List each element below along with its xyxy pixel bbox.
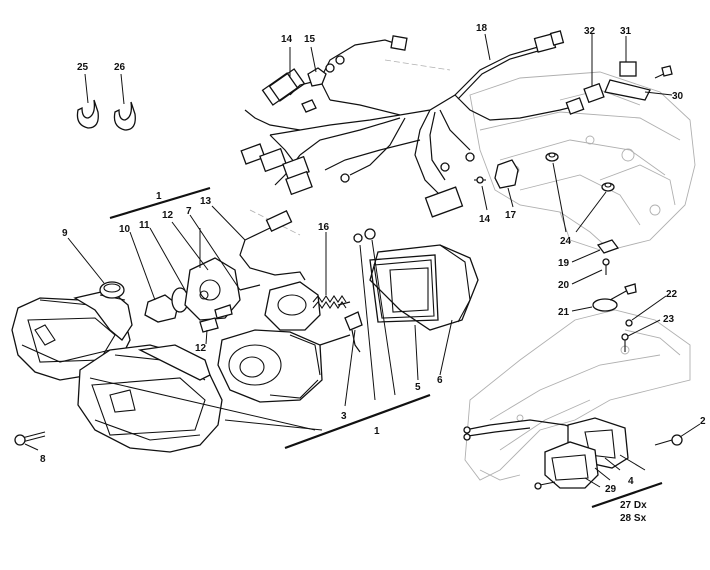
label-6: 6	[437, 375, 443, 386]
label-1-bottom: 1	[374, 426, 380, 437]
label-2: 2	[700, 416, 706, 427]
label-14-mid: 14	[479, 214, 491, 225]
label-1-top: 1	[156, 191, 162, 202]
label-11: 11	[139, 220, 150, 231]
label-7: 7	[186, 206, 192, 217]
label-17: 17	[505, 210, 517, 221]
rubber-bands	[76, 99, 136, 131]
label-14-top: 14	[281, 34, 293, 45]
label-26: 26	[114, 62, 126, 73]
frame-hardware	[545, 152, 637, 352]
label-10: 10	[119, 224, 131, 235]
wiring-harness	[240, 30, 585, 218]
turn-indicator	[463, 417, 683, 490]
part-number-labels: 1 1 2 3 4 5 6 7 8 9 10 11 12 12 13 14 14…	[40, 23, 706, 524]
label-12-bottom: 12	[195, 343, 207, 354]
label-15: 15	[304, 34, 316, 45]
lens-frame-and-gasket	[353, 228, 479, 331]
label-32: 32	[584, 26, 596, 37]
label-31: 31	[620, 26, 632, 37]
label-13: 13	[200, 196, 212, 207]
grommet	[99, 281, 125, 299]
label-3: 3	[341, 411, 347, 422]
label-24: 24	[560, 236, 572, 247]
label-8: 8	[40, 454, 46, 465]
label-4: 4	[628, 476, 634, 487]
label-23: 23	[663, 314, 675, 325]
label-12-top: 12	[162, 210, 174, 221]
relay-assembly	[583, 61, 673, 104]
label-5: 5	[415, 382, 421, 393]
headlight-lens-right	[77, 344, 223, 453]
label-20: 20	[558, 280, 570, 291]
parking-bulb	[337, 301, 363, 353]
label-27: 27 Dx	[620, 500, 647, 511]
headlight-reflector	[217, 210, 351, 403]
label-25: 25	[77, 62, 89, 73]
label-22: 22	[666, 289, 678, 300]
label-30: 30	[672, 91, 684, 102]
label-9: 9	[62, 228, 68, 239]
bulb-assembly	[144, 257, 261, 333]
label-29: 29	[605, 484, 617, 495]
leader-lines	[24, 33, 701, 509]
label-28: 28 Sx	[620, 513, 647, 524]
label-18: 18	[476, 23, 488, 34]
fixing-screw-left	[14, 431, 46, 446]
label-16: 16	[318, 222, 330, 233]
label-21: 21	[558, 307, 570, 318]
label-19: 19	[558, 258, 570, 269]
